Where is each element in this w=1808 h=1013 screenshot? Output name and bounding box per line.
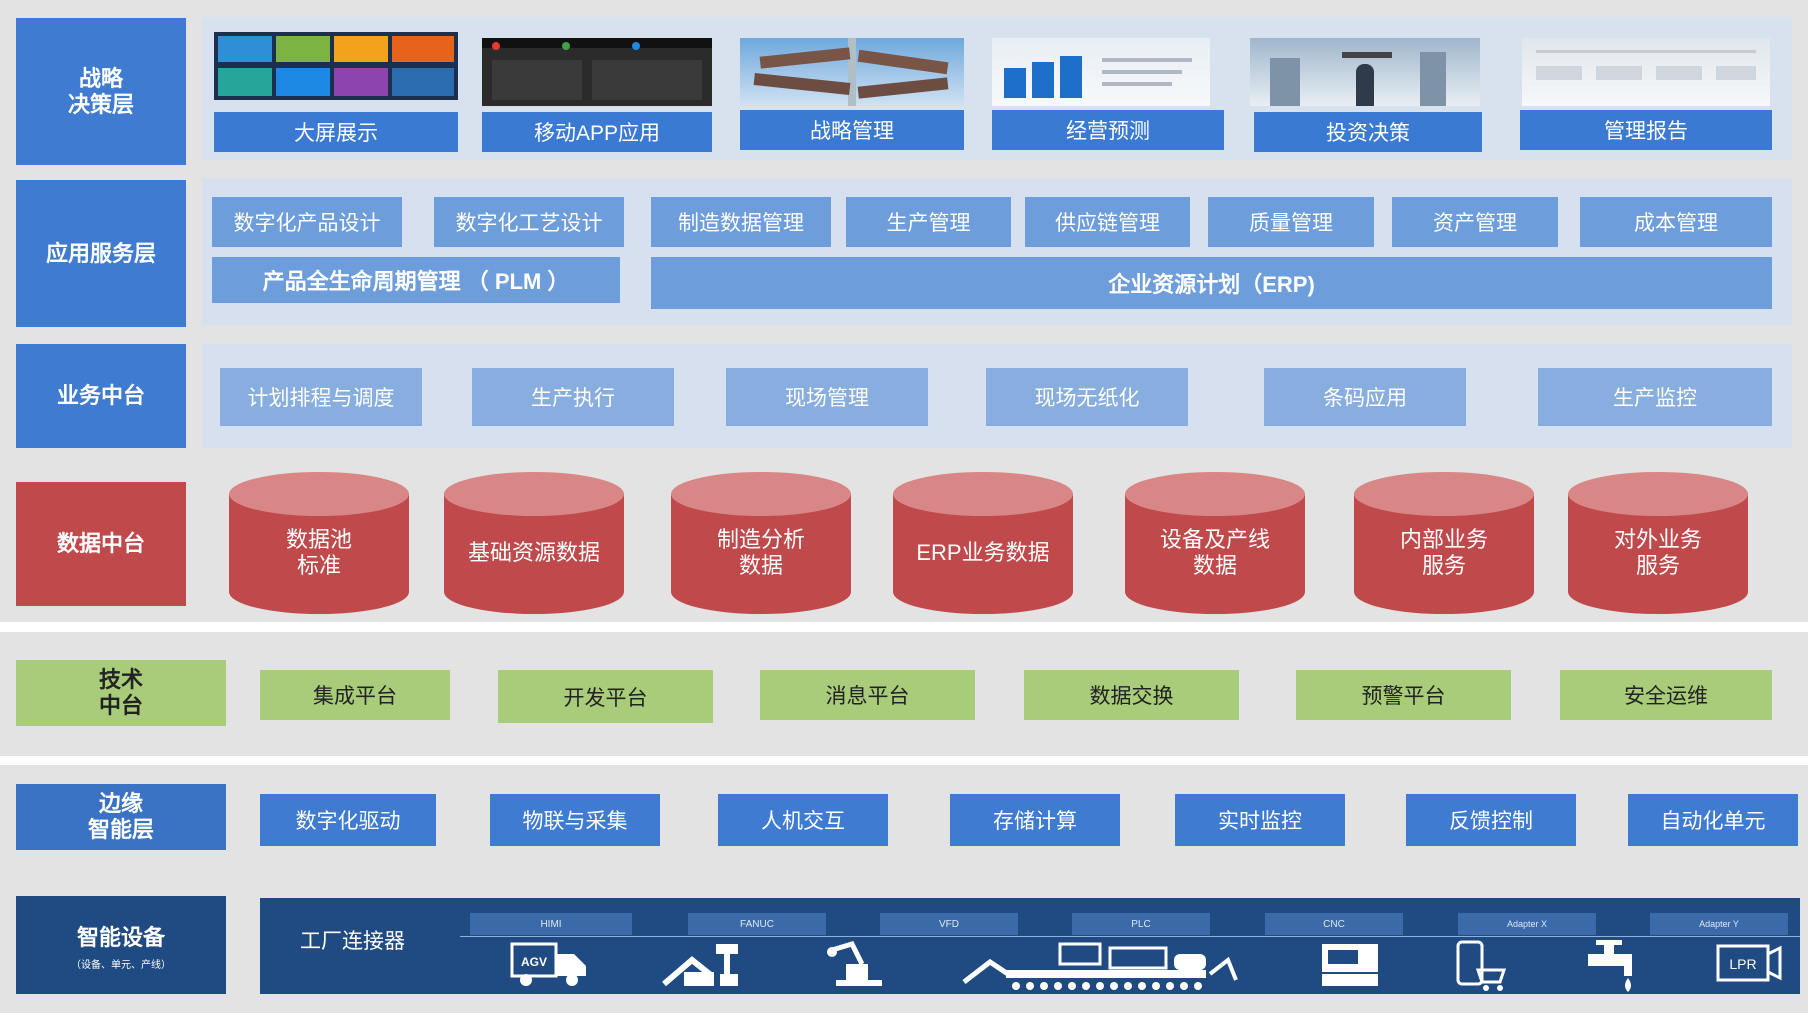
production-line-icon <box>960 940 1240 999</box>
tech-item-development[interactable]: 开发平台 <box>498 670 713 723</box>
edge-layer-label: 边缘 智能层 <box>16 784 226 850</box>
strategy-item-strategy-management[interactable]: 战略管理 <box>740 110 964 150</box>
tech-item-integration[interactable]: 集成平台 <box>260 670 450 720</box>
cylinder-label: 内部业务 服务 <box>1399 527 1488 578</box>
cylinder-shape <box>1568 472 1748 614</box>
tab-fanuc[interactable]: FANUC <box>688 913 826 935</box>
cylinder-shape <box>444 472 624 614</box>
tab-vfd[interactable]: VFD <box>880 913 1018 935</box>
mobile-app-thumbnail <box>482 38 712 106</box>
tech-item-messaging[interactable]: 消息平台 <box>760 670 975 720</box>
cylinder-base-resource[interactable]: 基础资源数据 <box>444 472 624 614</box>
management-report-thumbnail <box>1522 38 1770 106</box>
plm-box[interactable]: 产品全生命周期管理 （ PLM ） <box>212 257 620 303</box>
edge-item-storage-compute[interactable]: 存储计算 <box>950 794 1120 846</box>
cylinder-data-pool[interactable]: 数据池 标准 <box>229 472 409 614</box>
cylinder-internal-service[interactable]: 内部业务 服务 <box>1354 472 1534 614</box>
biz-item-barcode[interactable]: 条码应用 <box>1264 368 1466 426</box>
dashboard-thumbnail <box>214 32 458 100</box>
cylinder-external-service[interactable]: 对外业务 服务 <box>1568 472 1748 614</box>
cylinder-shape <box>229 472 409 614</box>
cylinder-shape <box>1125 472 1305 614</box>
app-item-manufacturing-data[interactable]: 制造数据管理 <box>651 197 831 247</box>
cylinder-label: 设备及产线 数据 <box>1159 527 1270 578</box>
manipulator-icon <box>822 940 886 995</box>
app-item-quality[interactable]: 质量管理 <box>1208 197 1374 247</box>
tab-himi[interactable]: HIMI <box>470 913 632 935</box>
lpr-camera-icon: LPR <box>1716 940 1782 993</box>
tab-adapter-y[interactable]: Adapter Y <box>1650 913 1788 935</box>
cnc-machine-icon <box>1318 940 1382 995</box>
cylinder-equipment-line[interactable]: 设备及产线 数据 <box>1125 472 1305 614</box>
factory-connector-label: 工厂连接器 <box>300 930 405 953</box>
business-layer-label: 业务中台 <box>16 344 186 448</box>
tech-item-alert[interactable]: 预警平台 <box>1296 670 1511 720</box>
robot-arm-icon <box>662 940 746 995</box>
edge-item-realtime-monitor[interactable]: 实时监控 <box>1175 794 1345 846</box>
investment-thumbnail <box>1250 38 1480 106</box>
strategy-item-investment[interactable]: 投资决策 <box>1254 112 1482 152</box>
cylinder-label: ERP业务数据 <box>916 540 1050 565</box>
tab-cnc[interactable]: CNC <box>1265 913 1403 935</box>
connector-bus-line <box>460 936 1800 937</box>
valve-icon <box>1584 940 1648 997</box>
strategy-layer-label: 战略 决策层 <box>16 18 186 165</box>
edge-item-hmi[interactable]: 人机交互 <box>718 794 888 846</box>
erp-box[interactable]: 企业资源计划（ERP) <box>651 257 1772 309</box>
app-item-cost[interactable]: 成本管理 <box>1580 197 1772 247</box>
tab-plc[interactable]: PLC <box>1072 913 1210 935</box>
cylinder-label: 数据池 标准 <box>285 527 352 578</box>
app-item-assets[interactable]: 资产管理 <box>1392 197 1558 247</box>
tech-item-data-exchange[interactable]: 数据交换 <box>1024 670 1239 720</box>
cylinder-label: 基础资源数据 <box>467 540 600 565</box>
devices-label-title: 智能设备 <box>76 924 165 950</box>
edge-item-iot-collection[interactable]: 物联与采集 <box>490 794 660 846</box>
cylinder-manufacturing-analysis[interactable]: 制造分析 数据 <box>671 472 851 614</box>
agv-icon: AGV <box>510 940 590 993</box>
strategy-item-mobile-app[interactable]: 移动APP应用 <box>482 112 712 152</box>
forecast-thumbnail <box>992 38 1210 106</box>
app-item-digital-product-design[interactable]: 数字化产品设计 <box>212 197 402 247</box>
cylinder-shape <box>671 472 851 614</box>
mobile-terminal-icon <box>1452 940 1512 997</box>
app-item-digital-process-design[interactable]: 数字化工艺设计 <box>434 197 624 247</box>
cylinder-shape <box>1354 472 1534 614</box>
edge-item-digital-driver[interactable]: 数字化驱动 <box>260 794 436 846</box>
tab-adapter-x[interactable]: Adapter X <box>1458 913 1596 935</box>
app-item-production-management[interactable]: 生产管理 <box>846 197 1011 247</box>
cylinder-erp-data[interactable]: ERP业务数据 <box>893 472 1073 614</box>
edge-item-automation-unit[interactable]: 自动化单元 <box>1628 794 1798 846</box>
agv-text: AGV <box>521 955 547 969</box>
application-layer-label: 应用服务层 <box>16 180 186 327</box>
biz-item-production-execution[interactable]: 生产执行 <box>472 368 674 426</box>
data-layer-label: 数据中台 <box>16 482 186 606</box>
strategy-management-thumbnail <box>740 38 964 106</box>
cylinder-label: 制造分析 数据 <box>716 527 805 578</box>
app-item-supply-chain[interactable]: 供应链管理 <box>1025 197 1190 247</box>
biz-item-production-monitoring[interactable]: 生产监控 <box>1538 368 1772 426</box>
biz-item-scheduling[interactable]: 计划排程与调度 <box>220 368 422 426</box>
strategy-item-management-report[interactable]: 管理报告 <box>1520 110 1772 150</box>
cylinder-label: 对外业务 服务 <box>1613 527 1702 578</box>
tech-layer-label: 技术 中台 <box>16 660 226 726</box>
biz-item-paperless[interactable]: 现场无纸化 <box>986 368 1188 426</box>
strategy-item-dashboard[interactable]: 大屏展示 <box>214 112 458 152</box>
cylinder-shape <box>893 472 1073 614</box>
edge-item-feedback-control[interactable]: 反馈控制 <box>1406 794 1576 846</box>
devices-label-sub: （设备、单元、产线） <box>71 959 171 971</box>
biz-item-site-management[interactable]: 现场管理 <box>726 368 928 426</box>
lpr-text: LPR <box>1729 956 1756 972</box>
tech-item-security-ops[interactable]: 安全运维 <box>1560 670 1772 720</box>
devices-layer-label: 智能设备 （设备、单元、产线） <box>16 896 226 994</box>
strategy-item-forecast[interactable]: 经营预测 <box>992 110 1224 150</box>
